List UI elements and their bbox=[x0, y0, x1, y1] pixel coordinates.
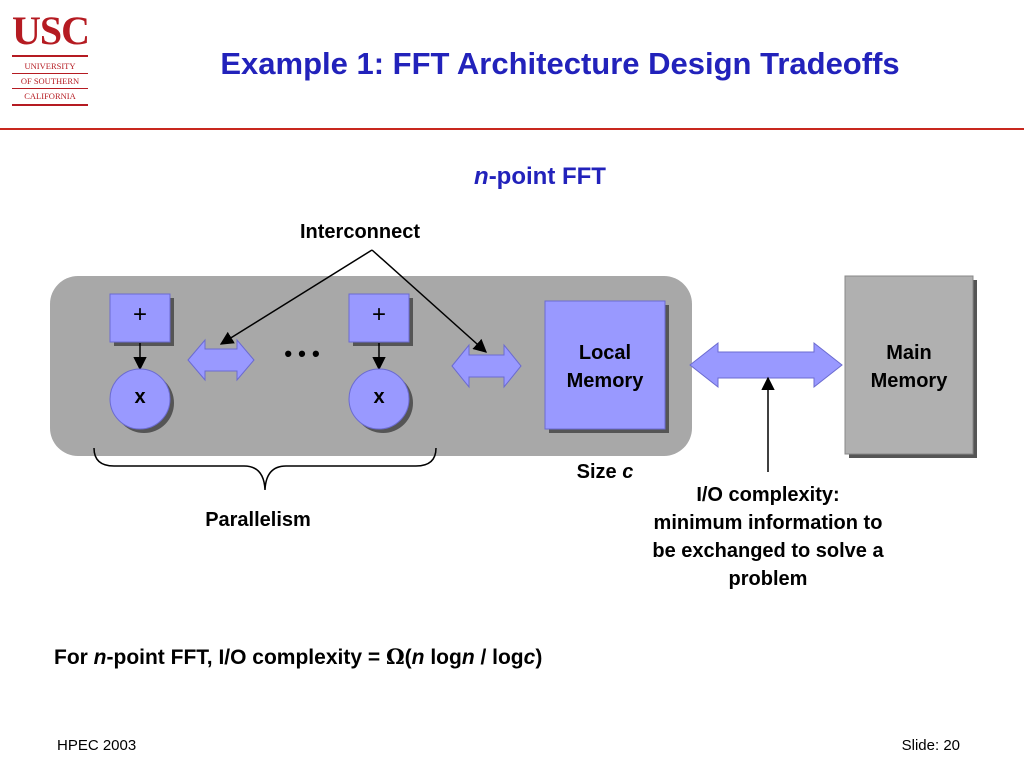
logo-line-1: UNIVERSITY bbox=[24, 61, 76, 71]
interconnect-double-arrow-1 bbox=[187, 338, 255, 382]
interconnect-pointer-left bbox=[219, 249, 373, 345]
adder-unit-2 bbox=[348, 293, 410, 343]
formula-text: For bbox=[54, 646, 94, 669]
main-memory-box bbox=[844, 275, 974, 455]
adder-symbol-2: + bbox=[371, 301, 386, 328]
formula-var-n: n bbox=[93, 646, 107, 669]
processing-panel bbox=[50, 276, 692, 456]
io-line-2: minimum information to bbox=[653, 512, 883, 534]
local-memory-line-2: Memory bbox=[566, 370, 644, 392]
multiplier-symbol-1: x bbox=[134, 386, 146, 408]
logo-divider bbox=[12, 104, 88, 106]
interconnect-label: Interconnect bbox=[299, 221, 421, 243]
formula-var-n: n bbox=[411, 646, 425, 669]
units-ellipsis: • • • bbox=[284, 341, 320, 366]
formula-text: -point FFT, I/O complexity = bbox=[106, 646, 386, 669]
logo-divider bbox=[12, 73, 88, 74]
logo-acronym: USC bbox=[12, 8, 90, 53]
size-label: Size c bbox=[560, 460, 650, 484]
multiplier-unit-1 bbox=[109, 368, 171, 430]
io-line-1: I/O complexity: bbox=[696, 484, 840, 506]
formula-text: ( bbox=[404, 646, 412, 669]
interconnect-pointer-right bbox=[371, 249, 488, 353]
title-rule bbox=[0, 128, 1024, 130]
formula-var-c: c bbox=[523, 646, 536, 669]
size-c: c bbox=[622, 461, 634, 483]
formula-omega: Ω bbox=[385, 644, 405, 669]
logo-line-2: OF SOUTHERN bbox=[20, 76, 80, 86]
io-line-3: be exchanged to solve a bbox=[652, 540, 884, 562]
formula-text: ) bbox=[535, 646, 543, 669]
adder-unit-1 bbox=[109, 293, 171, 343]
footer-conference: HPEC 2003 bbox=[57, 737, 137, 754]
multiplier-unit-2 bbox=[348, 368, 410, 430]
usc-logo: USC UNIVERSITY OF SOUTHERN CALIFORNIA bbox=[12, 8, 90, 110]
diagram-subtitle: n-point FFT bbox=[380, 162, 700, 192]
adder-symbol-1: + bbox=[132, 301, 147, 328]
main-memory-label: Main Memory bbox=[845, 339, 973, 395]
main-memory-line-2: Memory bbox=[870, 370, 948, 392]
io-complexity-label: I/O complexity: minimum information to b… bbox=[618, 481, 918, 593]
formula-var-n: n bbox=[461, 646, 475, 669]
io-line-4: problem bbox=[728, 568, 808, 590]
logo-divider bbox=[12, 55, 88, 57]
main-memory-line-1: Main bbox=[886, 342, 932, 364]
formula-text: log bbox=[424, 646, 462, 669]
formula-text: / log bbox=[474, 646, 524, 669]
parallelism-brace bbox=[93, 447, 437, 491]
io-complexity-formula: For n-point FFT, I/O complexity = Ω(n lo… bbox=[54, 645, 754, 670]
slide-title: Example 1: FFT Architecture Design Trade… bbox=[220, 46, 900, 81]
logo-line-3: CALIFORNIA bbox=[24, 91, 76, 101]
parallelism-label: Parallelism bbox=[205, 509, 311, 531]
local-memory-line-1: Local bbox=[578, 342, 632, 364]
memory-transfer-arrow bbox=[689, 341, 843, 389]
subtitle-n: n bbox=[474, 163, 489, 190]
size-prefix: Size bbox=[576, 461, 623, 483]
local-memory-box bbox=[544, 300, 666, 430]
interconnect-double-arrow-2 bbox=[451, 343, 522, 389]
multiplier-symbol-2: x bbox=[373, 386, 385, 408]
subtitle-rest: -point FFT bbox=[488, 163, 606, 190]
footer-slide-number: Slide: 20 bbox=[901, 737, 960, 754]
logo-divider bbox=[12, 88, 88, 89]
local-memory-label: Local Memory bbox=[545, 339, 665, 395]
